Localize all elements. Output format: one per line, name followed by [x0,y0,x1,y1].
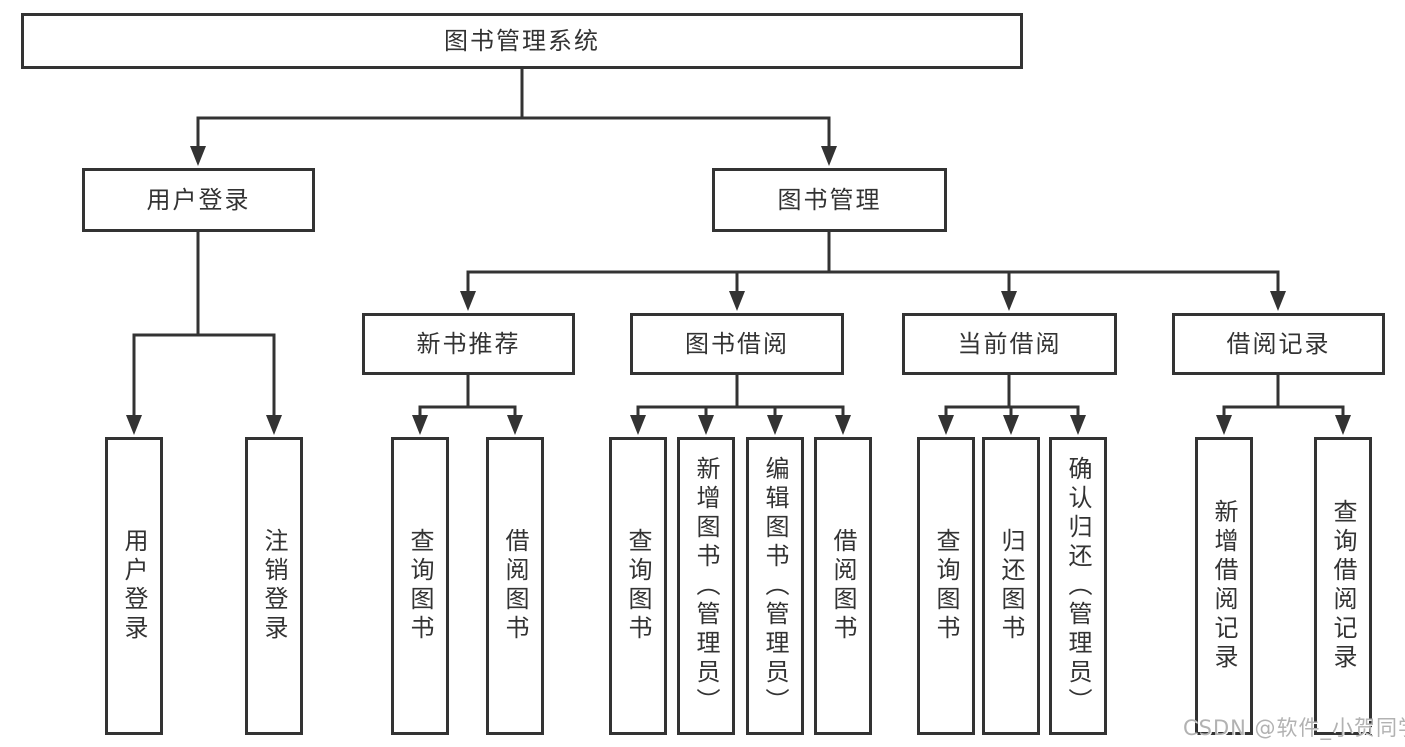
node-label: 图书管理 [777,186,882,214]
node-book-borrowing: 图书借阅 [630,313,844,375]
leaf-label: 查询图书 [932,528,960,644]
node-label: 新书推荐 [416,330,521,358]
leaf-label: 查询图书 [406,528,434,644]
leaf-current-confirm-return-admin: 确认归还（管理员） [1049,437,1107,735]
leaf-logout: 注销登录 [245,437,303,735]
leaf-label: 新增图书（管理员） [692,455,720,717]
leaf-borrowing-add-book-admin: 新增图书（管理员） [677,437,735,735]
leaf-label: 新增借阅记录 [1210,499,1238,673]
leaf-current-query-book: 查询图书 [917,437,975,735]
node-label: 图书管理系统 [444,27,600,55]
leaf-borrowing-borrow-book: 借阅图书 [814,437,872,735]
leaf-label: 查询借阅记录 [1329,499,1357,673]
leaf-recommend-query-book: 查询图书 [391,437,449,735]
leaf-recommend-borrow-book: 借阅图书 [486,437,544,735]
leaf-label: 编辑图书（管理员） [761,455,789,717]
node-label: 图书借阅 [685,330,789,358]
csdn-watermark: CSDN @软件_小贺同学 [1183,716,1405,740]
leaf-label: 归还图书 [997,528,1025,644]
leaf-label: 确认归还（管理员） [1064,455,1092,717]
node-book-management: 图书管理 [712,168,947,232]
arrowheads [126,146,1351,435]
node-label: 借阅记录 [1226,330,1331,358]
leaf-label: 查询图书 [624,528,652,644]
node-label: 当前借阅 [957,330,1062,358]
leaf-records-query-borrow-record: 查询借阅记录 [1314,437,1372,735]
node-borrowing-records: 借阅记录 [1172,313,1385,375]
node-library-management-system: 图书管理系统 [21,13,1023,69]
leaf-current-return-book: 归还图书 [982,437,1040,735]
leaf-label: 借阅图书 [829,528,857,644]
node-new-book-recommendation: 新书推荐 [362,313,575,375]
node-label: 用户登录 [146,186,251,214]
leaf-borrowing-query-book: 查询图书 [609,437,667,735]
leaf-records-add-borrow-record: 新增借阅记录 [1195,437,1253,735]
node-user-login: 用户登录 [82,168,315,232]
leaf-label: 借阅图书 [501,528,529,644]
leaf-label: 用户登录 [120,528,148,644]
leaf-label: 注销登录 [260,528,288,644]
node-current-borrowing: 当前借阅 [902,313,1117,375]
leaf-borrowing-edit-book-admin: 编辑图书（管理员） [746,437,804,735]
leaf-user-login: 用户登录 [105,437,163,735]
